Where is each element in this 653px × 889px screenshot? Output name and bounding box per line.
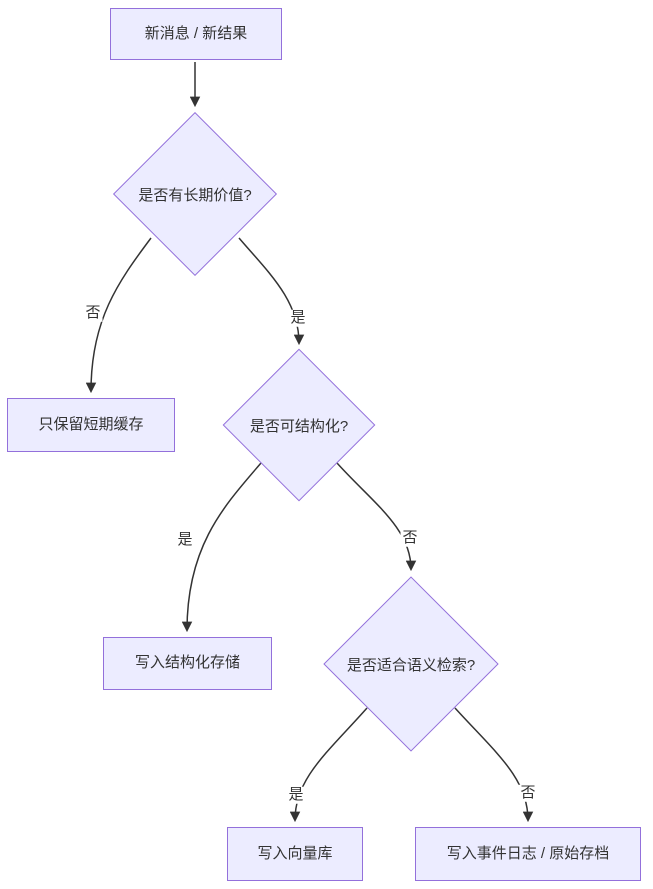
edge-label-no-structurable: 否 bbox=[400, 528, 420, 547]
node-structured-storage: 写入结构化存储 bbox=[103, 637, 272, 690]
edge-label-yes-structurable: 是 bbox=[175, 530, 195, 549]
node-event-log-archive: 写入事件日志 / 原始存档 bbox=[415, 827, 641, 881]
node-structured-storage-label: 写入结构化存储 bbox=[134, 654, 240, 672]
node-vector-store-label: 写入向量库 bbox=[257, 844, 333, 862]
decision-long-term-value-label: 是否有长期价值? bbox=[138, 186, 252, 204]
node-short-term-cache: 只保留短期缓存 bbox=[7, 398, 175, 452]
decision-structurable: 是否可结构化? bbox=[222, 348, 376, 502]
node-short-term-cache-label: 只保留短期缓存 bbox=[38, 415, 144, 433]
decision-structurable-label: 是否可结构化? bbox=[249, 417, 349, 435]
edge-label-yes-semantic: 是 bbox=[286, 785, 306, 804]
decision-semantic-search-label: 是否适合语义检索? bbox=[346, 656, 476, 674]
decision-semantic-search: 是否适合语义检索? bbox=[323, 576, 499, 752]
edge-label-no-long-term: 否 bbox=[83, 303, 103, 322]
node-start-message: 新消息 / 新结果 bbox=[110, 8, 282, 60]
decision-long-term-value: 是否有长期价值? bbox=[112, 111, 278, 277]
edge-label-yes-long-term: 是 bbox=[288, 308, 308, 327]
node-vector-store: 写入向量库 bbox=[227, 827, 363, 881]
node-event-log-archive-label: 写入事件日志 / 原始存档 bbox=[446, 844, 610, 862]
edge-label-no-semantic: 否 bbox=[518, 783, 538, 802]
node-start-message-label: 新消息 / 新结果 bbox=[144, 24, 248, 42]
